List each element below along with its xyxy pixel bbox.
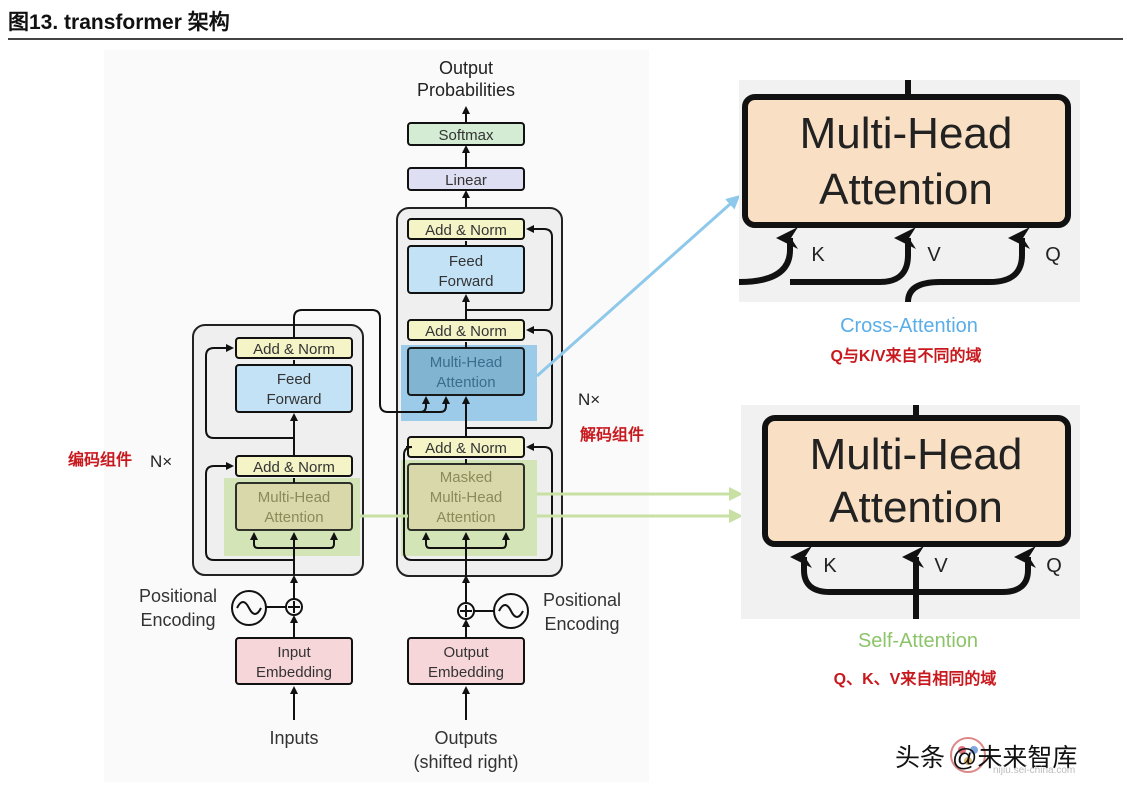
encoder-attention-label-1: Multi-Head — [258, 489, 331, 506]
cross-attention-connector — [536, 195, 741, 378]
decoder-positional-label-1: Positional — [543, 590, 621, 610]
self-mha-label-2: Attention — [829, 483, 1003, 532]
self-q-label: Q — [1046, 555, 1062, 577]
self-k-label: K — [823, 555, 837, 577]
cross-mha-label-1: Multi-Head — [800, 109, 1013, 158]
watermark-subtext: nijiu.sei-china.com — [993, 765, 1076, 776]
cross-v-label: V — [927, 244, 941, 266]
output-probabilities-label-1: Output — [439, 58, 493, 78]
diagram-background — [104, 50, 649, 782]
inputs-label: Inputs — [269, 728, 318, 748]
decoder-cross-attention-label-1: Multi-Head — [430, 354, 503, 371]
decoder-add-norm-3-label: Add & Norm — [425, 222, 507, 239]
cross-attention-note: Q与K/V来自不同的域 — [830, 346, 981, 365]
self-mha-label-1: Multi-Head — [810, 430, 1023, 479]
encoder-label: 编码组件 — [68, 450, 132, 469]
input-embedding-label-1: Input — [277, 644, 311, 661]
decoder-feed-forward-label-2: Forward — [438, 273, 493, 290]
outputs-label-2: (shifted right) — [413, 752, 518, 772]
encoder-attention-label-2: Attention — [264, 509, 323, 526]
self-attention-note: Q、K、V来自相同的域 — [834, 669, 997, 688]
decoder-add-norm-3 — [407, 218, 525, 240]
cross-attention-caption: Cross-Attention — [840, 315, 978, 337]
self-mha-box — [762, 415, 1071, 547]
output-embedding-label-1: Output — [443, 644, 489, 661]
encoder-add-norm-1-label: Add & Norm — [253, 459, 335, 476]
encoder-positional-label-1: Positional — [139, 586, 217, 606]
input-embedding-label-2: Embedding — [256, 664, 332, 681]
decoder-label: 解码组件 — [580, 425, 644, 444]
masked-attention-label-3: Attention — [436, 509, 495, 526]
decoder-cross-attention-label-2: Attention — [436, 374, 495, 391]
decoder-nx: N× — [578, 390, 600, 409]
decoder-feed-forward-label-1: Feed — [449, 253, 483, 270]
cross-k-label: K — [811, 244, 825, 266]
figure-title: 图13. transformer 架构 — [8, 11, 230, 34]
encoder-add-norm-2-label: Add & Norm — [253, 341, 335, 358]
linear-label: Linear — [445, 172, 487, 189]
outputs-label-1: Outputs — [434, 728, 497, 748]
encoder-feed-forward-label-1: Feed — [277, 371, 311, 388]
encoder-feed-forward-label-2: Forward — [266, 391, 321, 408]
watermark-logo-icon — [950, 737, 986, 773]
output-embedding-label-2: Embedding — [428, 664, 504, 681]
self-attention-caption: Self-Attention — [858, 630, 978, 652]
title-rule — [8, 38, 1123, 40]
cross-q-label: Q — [1045, 244, 1061, 266]
encoder-positional-label-2: Encoding — [140, 610, 215, 630]
decoder-add-norm-2-label: Add & Norm — [425, 323, 507, 340]
softmax-label: Softmax — [438, 127, 494, 144]
masked-attention-label-1: Masked — [440, 469, 493, 486]
encoder-nx: N× — [150, 452, 172, 471]
cross-mha-box — [742, 94, 1071, 228]
output-probabilities-label-2: Probabilities — [417, 80, 515, 100]
watermark-text: 头条 @未来智库 — [895, 744, 1078, 772]
cross-mha-label-2: Attention — [819, 165, 993, 214]
decoder-add-norm-1-label: Add & Norm — [425, 440, 507, 457]
decoder-positional-label-2: Encoding — [544, 614, 619, 634]
masked-attention-label-2: Multi-Head — [430, 489, 503, 506]
self-v-label: V — [934, 555, 948, 577]
